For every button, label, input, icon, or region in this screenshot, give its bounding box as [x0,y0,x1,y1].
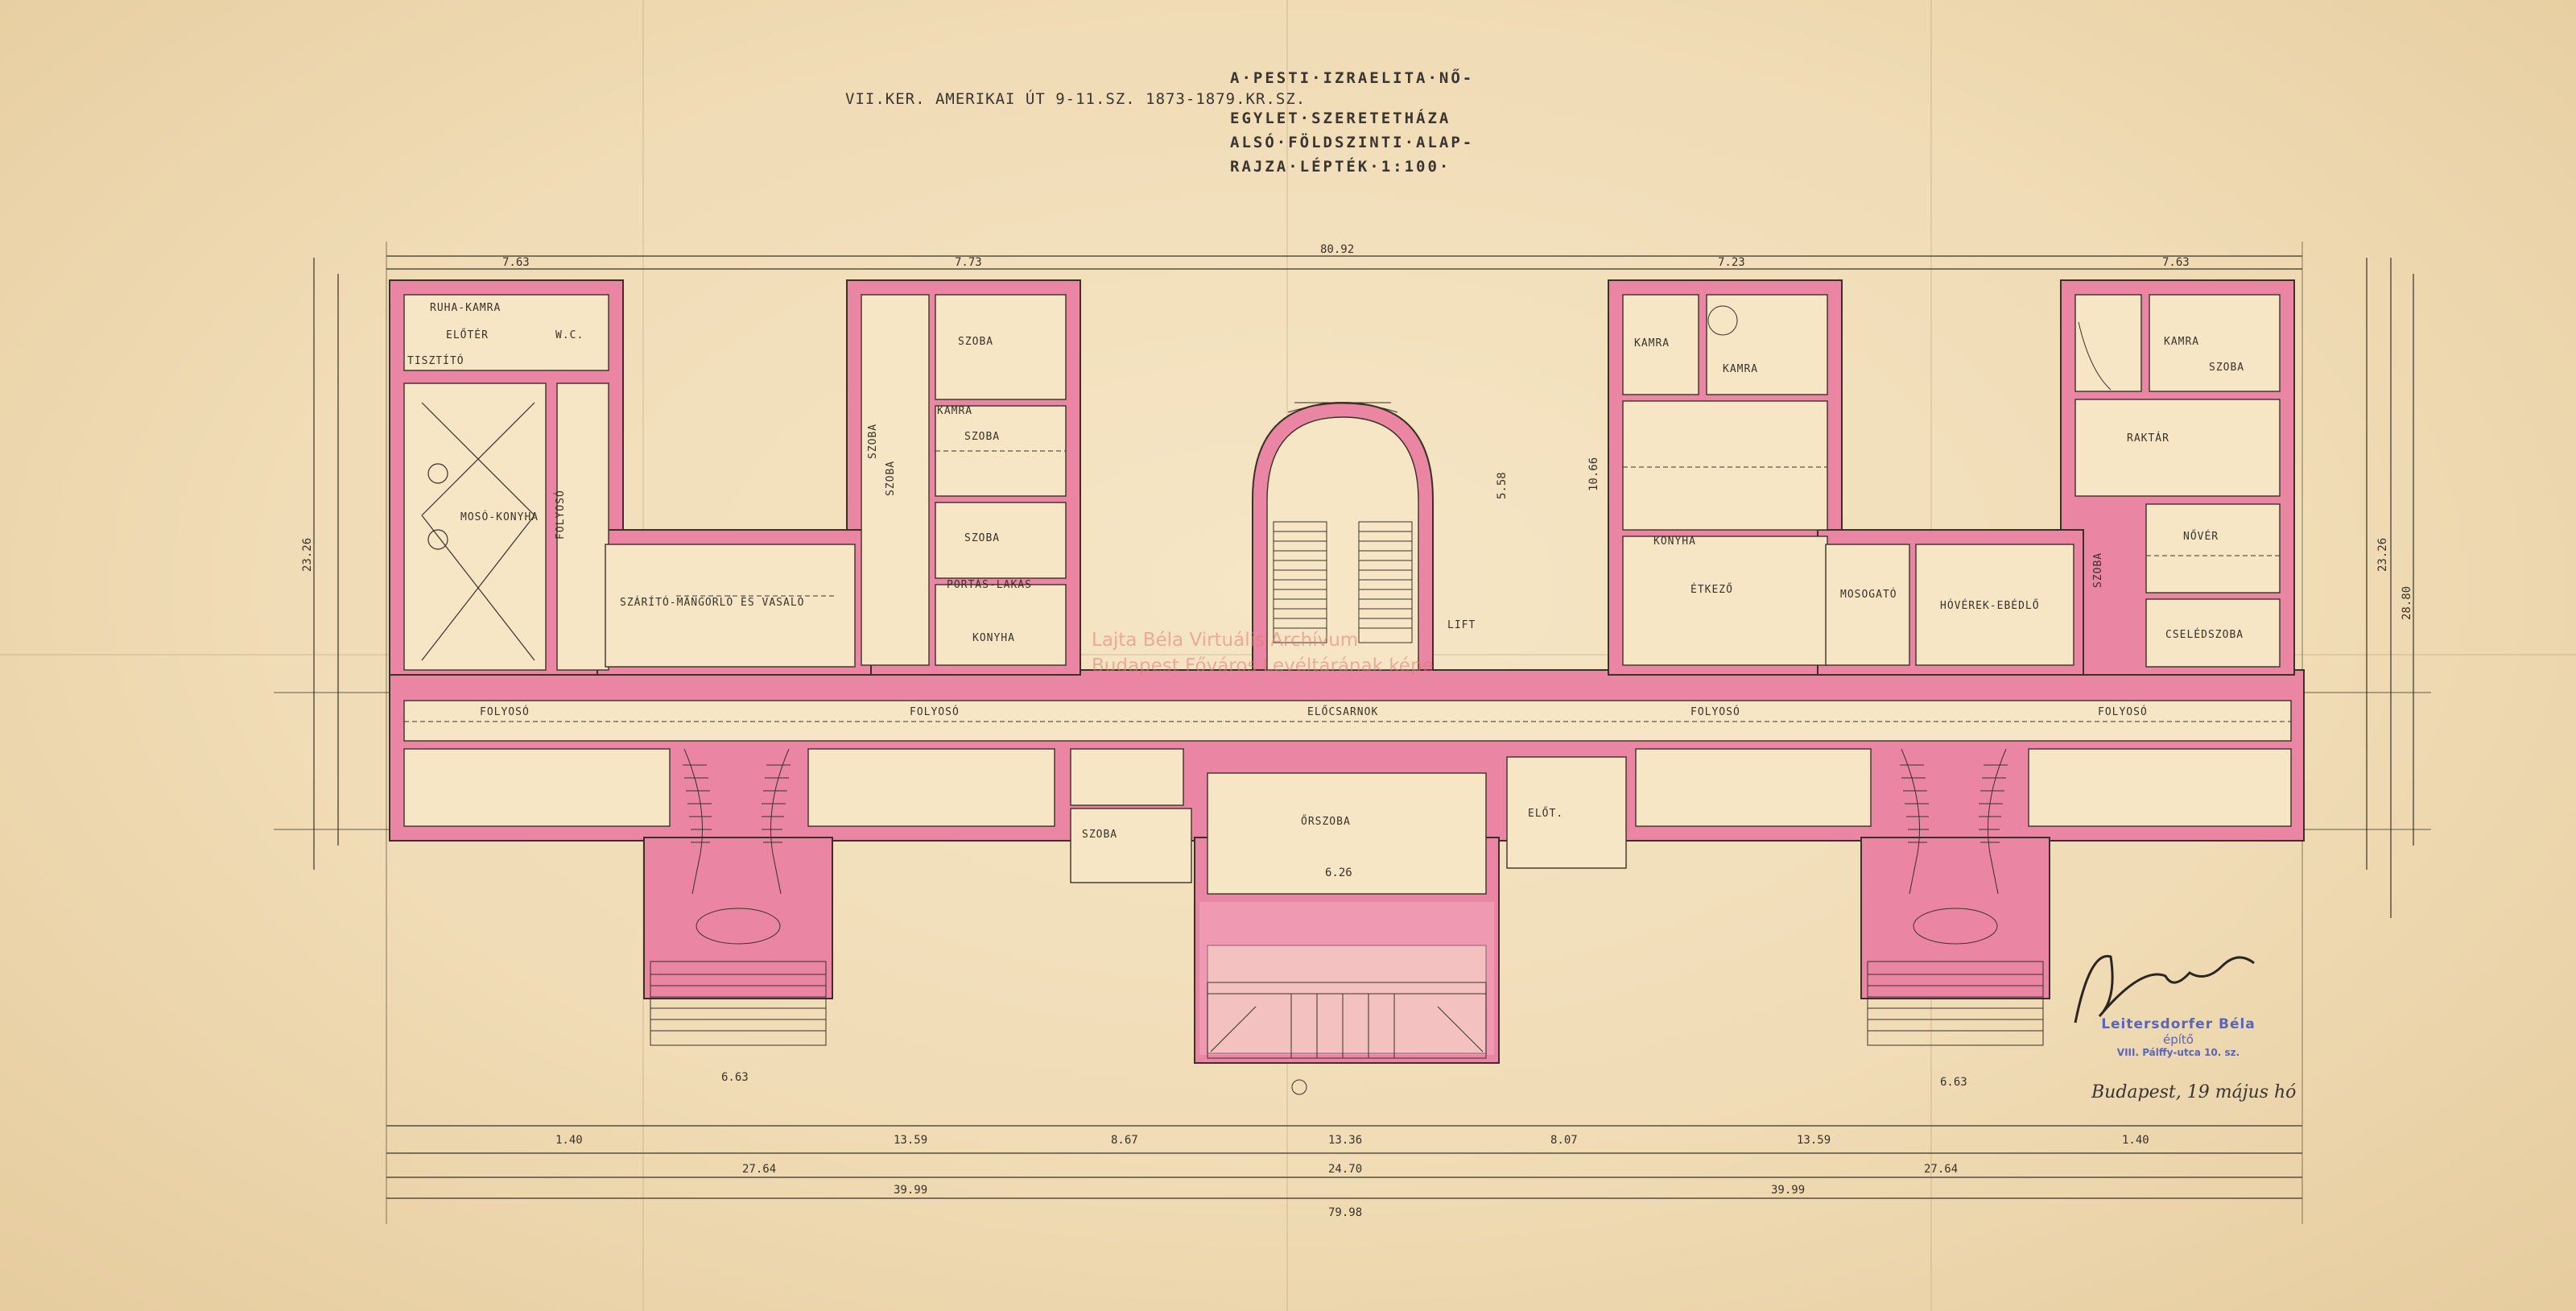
label-nover: NŐVÉR [2183,530,2219,543]
label-szoba-5: SZOBA [867,424,879,459]
watermark-line-1: Lajta Béla Virtuális Archívum [1092,630,1359,651]
label-szoba-3: SZOBA [964,532,1000,544]
title-line-3: ALSÓ·FÖLDSZINTI·ALAP- [1230,134,1475,151]
label-mosokonyha: MOSÓ-KONYHA [460,511,539,523]
dim-top-center: 7.73 [955,256,982,269]
partition-lines [404,450,2291,722]
dim-bottom-mid: 24.70 [1328,1163,1362,1176]
address-note: VII.KER. AMERIKAI ÚT 9-11.SZ. 1873-1879.… [845,90,1307,108]
label-szoba-r2: SZOBA [2092,552,2104,588]
label-portas: PORTÁS-LAKÁS [947,578,1032,591]
label-folyoso-4: FOLYOSÓ [1690,705,1740,718]
label-kamra-r2: KAMRA [1723,363,1758,375]
label-folyoso-left: FOLYOSÓ [554,490,567,540]
dim-bottom-5: 8.07 [1550,1134,1578,1147]
dim-bottom-left-a: 27.64 [742,1163,776,1176]
dim-bottom-7: 1.40 [2122,1134,2149,1147]
label-szarito: SZÁRÍTÓ-MÁNGORLÓ ÉS VASALÓ [620,596,805,609]
dim-top-far-right: 7.63 [2162,256,2190,269]
stamp-address: VIII. Pálffy-utca 10. sz. [2116,1047,2240,1058]
label-kamra-r1: KAMRA [1634,337,1670,349]
stamp-name: Leitersdorfer Béla [2101,1016,2256,1032]
label-folyoso-5: FOLYOSÓ [2098,705,2148,718]
label-eloter: ELŐTÉR [446,329,489,341]
dim-bottom-6: 13.59 [1797,1134,1831,1147]
label-ruha-kamra: RUHA-KAMRA [430,302,501,314]
dim-right-height-2: 28.80 [2401,586,2413,620]
dim-stair-left: 6.63 [721,1071,749,1084]
dim-left-height: 23.26 [301,538,314,572]
label-konyha-r: KONYHA [1653,536,1696,548]
dim-side-v: 10.66 [1587,457,1600,491]
stamp-role: építő [2163,1032,2194,1047]
label-szoba-4: SZOBA [885,461,897,496]
label-kamra-left: KAMRA [937,405,972,417]
place-date: Budapest, 19 május hó [2091,1082,2297,1102]
label-szoba-1: SZOBA [958,336,993,348]
label-szoba-2: SZOBA [964,431,1000,443]
label-folyoso-3: FOLYOSÓ [910,705,960,718]
label-etkezo: ÉTKEZŐ [1690,583,1733,596]
label-raktar: RAKTÁR [2127,432,2169,445]
label-wc: W.C. [555,329,584,341]
title-line-1: A·PESTI·IZRAELITA·NŐ- [1230,69,1475,87]
dim-bottom-2: 13.59 [894,1134,927,1147]
dim-bottom-total: 79.98 [1328,1206,1362,1219]
label-kamra-far: KAMRA [2164,336,2199,348]
label-lift: LIFT [1447,619,1476,631]
dim-top-right: 7.23 [1718,256,1745,269]
dim-bottom-left-b: 39.99 [894,1184,927,1197]
label-hoverek: HÓVÉREK-EBÉDLŐ [1940,599,2040,612]
label-konyha-1: KONYHA [972,632,1015,644]
dim-right-height: 23.26 [2376,538,2389,572]
dimension-labels: 80.92 7.63 7.73 7.23 7.63 1.40 13.59 8.6… [301,243,2413,1219]
dim-bottom-3: 8.67 [1111,1134,1138,1147]
label-elo-t: ELŐT. [1528,807,1563,820]
label-elocsarnok: ELŐCSARNOK [1307,705,1378,718]
title-line-4: RAJZA·LÉPTÉK·1:100· [1230,158,1451,176]
dim-top-left: 7.63 [502,256,530,269]
dim-top-total: 80.92 [1320,243,1354,256]
label-orszoba: ŐRSZOBA [1301,815,1351,828]
dim-bottom-right-a: 27.64 [1924,1163,1958,1176]
dim-entrance: 6.26 [1325,866,1352,879]
laundry-cross [421,402,535,661]
label-cseledszoba: CSELÉDSZOBA [2165,628,2244,641]
title-line-2: EGYLET·SZERETETHÁZA [1230,110,1451,127]
label-szoba-r: SZOBA [2209,362,2244,374]
room-interiors [403,294,2292,1054]
entrance-wash [1199,902,1494,1055]
label-tisztito: TISZTÍTÓ [407,354,464,367]
dim-bottom-right-b: 39.99 [1771,1184,1805,1197]
stairs [650,305,2112,1095]
watermark-line-2: Budapest Főváros Levéltárának képe [1092,656,1434,676]
label-szoba-b: SZOBA [1082,829,1117,841]
dim-bottom-1: 1.40 [555,1134,583,1147]
label-mosogato: MOSOGATÓ [1840,588,1897,601]
signature-stroke [2074,954,2255,1024]
dim-stair-right: 6.63 [1940,1076,1967,1089]
label-folyoso-2: FOLYOSÓ [480,705,530,718]
dim-mid-v: 5.58 [1496,472,1509,499]
architect-stamp: Leitersdorfer Béla építő VIII. Pálffy-ut… [2099,1016,2257,1058]
room-labels: RUHA-KAMRA ELŐTÉR W.C. TISZTÍTÓ MOSÓ-KON… [407,302,2244,841]
dim-bottom-4: 13.36 [1328,1134,1362,1147]
